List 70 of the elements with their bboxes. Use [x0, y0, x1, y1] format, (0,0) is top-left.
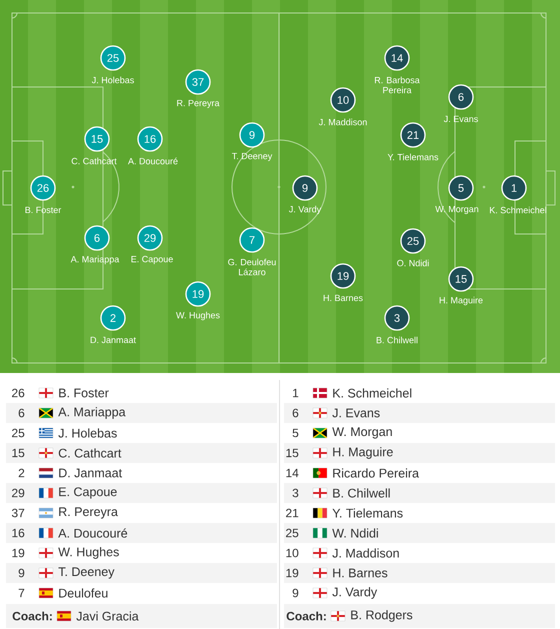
player-name: K. Schmeichel — [490, 206, 546, 214]
player-name: J. Maddison — [318, 118, 367, 126]
player-name: H. Maguire — [440, 296, 483, 306]
player-name: A. Doucouré — [128, 158, 178, 164]
shirt-number: 9 — [292, 588, 298, 598]
player-name: C. Cathcart — [72, 158, 117, 164]
player-name: T. Deeney — [58, 567, 114, 579]
shirt-number: 15 — [12, 448, 24, 458]
player-name: W. Hughes — [58, 547, 119, 559]
player-name: B. Chilwell — [376, 336, 418, 344]
coach-name: B. Rodgers — [351, 610, 412, 622]
player-name: J. Vardy — [332, 587, 378, 599]
player-name: G. Deulofeu Lázaro — [228, 258, 276, 276]
shirt-number: 29 — [12, 488, 24, 498]
shirt-number: 19 — [286, 568, 298, 578]
player-name: Deulofeu — [59, 588, 108, 598]
player-name: J. Vardy — [288, 206, 322, 214]
player-name: Y. Tielemans — [388, 154, 438, 160]
player-name: A. Mariappa — [70, 256, 120, 264]
player-name: J. Holebas — [58, 428, 117, 438]
player-name: A. Mariappa — [58, 407, 126, 419]
player-name: R. Pereyra — [177, 100, 220, 108]
player-name: W. Hughes — [176, 312, 220, 320]
shirt-number: 6 — [18, 408, 24, 418]
player-name: D. Janmaat — [59, 468, 122, 478]
player-name: W. Morgan — [435, 206, 478, 214]
shirt-number: 6 — [292, 408, 298, 418]
player-name: O. Ndidi — [397, 260, 429, 266]
player-name: Ricardo Pereira — [333, 468, 420, 478]
player-name: J. Maddison — [332, 548, 399, 558]
player-name: W. Morgan — [332, 427, 392, 439]
shirt-number: 14 — [286, 468, 298, 478]
player-name: H. Barnes — [324, 294, 363, 302]
shirt-number: 7 — [18, 588, 24, 598]
player-name: C. Cathcart — [58, 448, 122, 458]
player-name: J. Evans — [444, 116, 478, 122]
player-name: H. Maguire — [333, 447, 393, 459]
player-name: J. Holebas — [92, 76, 134, 84]
shirt-number: 19 — [12, 548, 24, 558]
coach-label: Coach: — [286, 612, 326, 620]
coach-name: Javi Gracia — [76, 611, 139, 621]
coach-label: Coach: — [12, 612, 52, 620]
player-name: B. Chilwell — [333, 488, 390, 498]
player-name: R. Pereyra — [59, 507, 118, 519]
shirt-number: 37 — [12, 508, 24, 518]
player-name: R. Barbosa Pereira — [374, 76, 420, 94]
shirt-number: 15 — [286, 448, 298, 458]
shirt-number: 1 — [293, 388, 298, 398]
shirt-number: 3 — [292, 488, 298, 498]
player-name: B. Foster — [25, 206, 62, 214]
player-name: W. Ndidi — [332, 528, 378, 538]
player-name: E. Capoue — [131, 256, 173, 264]
shirt-number: 25 — [286, 528, 298, 538]
player-name: D. Janmaat — [90, 336, 136, 344]
shirt-number: 5 — [292, 428, 298, 438]
shirt-number: 9 — [18, 568, 24, 578]
player-name: T. Deeney — [232, 152, 272, 162]
player-name: K. Schmeichel — [333, 388, 412, 398]
shirt-number: 26 — [12, 388, 24, 398]
shirt-number: 2 — [18, 468, 24, 478]
player-name: B. Foster — [59, 388, 109, 398]
shirt-number: 16 — [12, 528, 24, 538]
player-name: E. Capoue — [59, 487, 117, 499]
shirt-number: 10 — [286, 548, 298, 558]
player-name: J. Evans — [332, 408, 380, 418]
player-name: Y. Tielemans — [332, 508, 403, 518]
shirt-number: 21 — [286, 508, 298, 518]
shirt-number: 25 — [12, 428, 24, 438]
player-name: H. Barnes — [333, 568, 388, 578]
player-name: A. Doucouré — [58, 528, 128, 538]
